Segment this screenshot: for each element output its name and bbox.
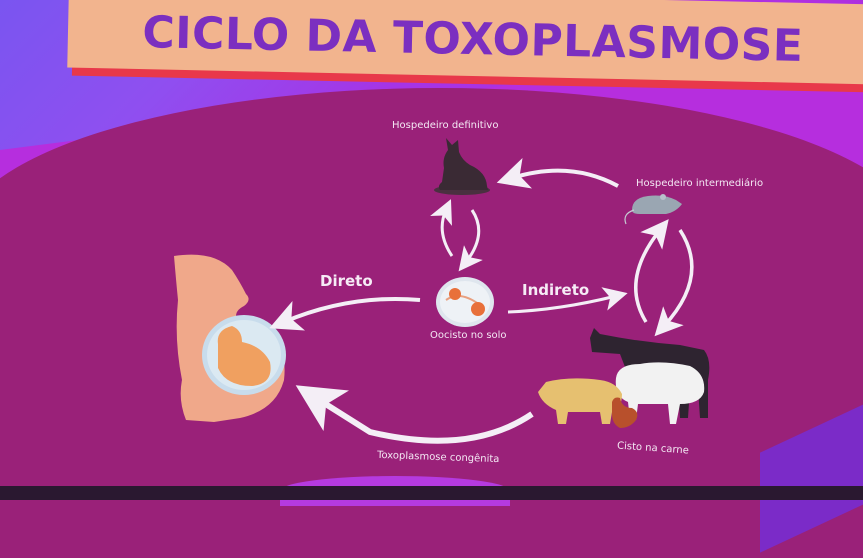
label-oocyst: Oocisto no solo (430, 330, 507, 341)
arrow-mouse-livestock-cycle (634, 219, 694, 337)
label-indirect: Indireto (522, 281, 590, 299)
arrow-mouse-to-cat (496, 157, 619, 189)
livestock-icon (538, 328, 710, 428)
arrow-congenital (295, 385, 534, 444)
arrow-direct (269, 296, 421, 331)
mouse-icon (624, 194, 682, 225)
label-direct: Direto (320, 272, 373, 290)
oocyst-icon (436, 277, 494, 327)
arrow-cat-oocyst-cycle (430, 199, 483, 272)
cat-icon (434, 138, 490, 195)
screen-bottom-edge (0, 486, 863, 500)
label-intermediate-host: Hospedeiro intermediário (636, 178, 764, 189)
arrow-indirect (507, 287, 628, 314)
pregnant-woman-icon (174, 254, 286, 422)
label-definitive-host: Hospedeiro definitivo (392, 120, 499, 131)
diagram-graphics (174, 138, 710, 444)
